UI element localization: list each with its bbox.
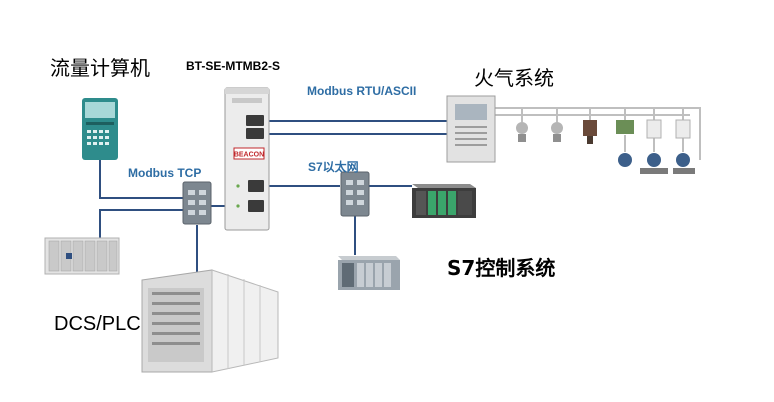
dcs-plc-label: DCS/PLC [54, 313, 141, 335]
flow-computer-label: 流量计算机 [50, 56, 150, 80]
dcs-plc-modules [44, 237, 120, 275]
modbus-tcp-label: Modbus TCP [128, 166, 202, 180]
flow-computer [82, 98, 118, 160]
connection-lines [99, 120, 447, 275]
ethernet-switch-modbus [182, 181, 212, 225]
fire-gas-panel [446, 95, 496, 163]
s7-controller [338, 256, 400, 290]
gateway-serial-ports [246, 115, 264, 139]
s7-control-system-label: S7控制系统 [447, 256, 556, 280]
line-dcs-to-switch [99, 209, 185, 240]
gateway-ethernet-ports [248, 180, 264, 212]
sensor-bus [492, 107, 701, 160]
control-cabinet [141, 269, 279, 373]
fire-gas-system-label: 火气系统 [474, 66, 554, 90]
device-model-label: BT-SE-MTMB2-S [186, 59, 280, 73]
gateway-device: BEACON [224, 87, 270, 231]
s7-ethernet-label: S7以太网 [308, 160, 359, 174]
modbus-rtu-ascii-label: Modbus RTU/ASCII [307, 84, 417, 98]
line-flow-computer-to-switch [99, 160, 185, 199]
ethernet-switch-s7 [340, 171, 370, 217]
gas-detectors [516, 119, 695, 174]
s7-plc-rack [412, 184, 476, 218]
gateway-brand-text: BEACON [234, 152, 264, 159]
